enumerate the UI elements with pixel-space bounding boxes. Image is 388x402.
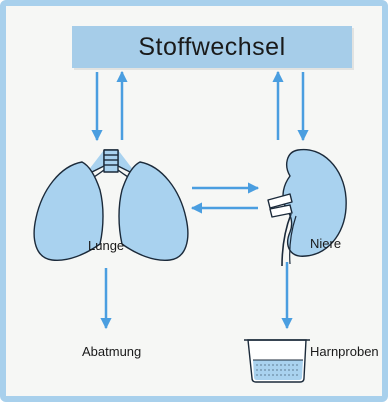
beaker-icon (244, 340, 310, 382)
kidney-label: Niere (310, 236, 341, 251)
urine-samples-label: Harnproben (310, 344, 379, 359)
exhalation-label: Abatmung (82, 344, 141, 359)
lungs-label: Lunge (88, 238, 124, 253)
